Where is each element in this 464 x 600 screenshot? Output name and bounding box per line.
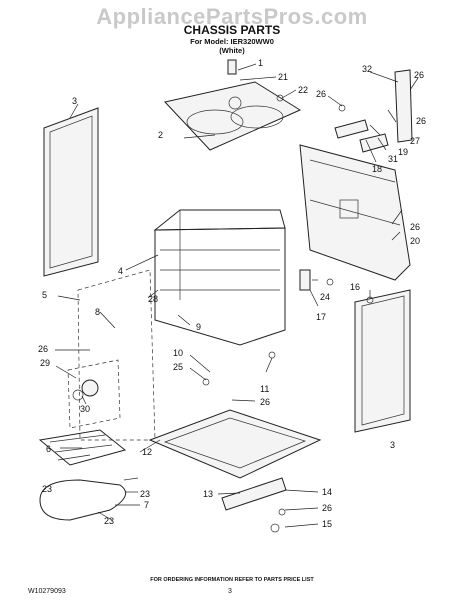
- callout-label: 29: [40, 358, 50, 368]
- callout-labels: 1 2 3 3 4 5 6 7 8 9 10 11 12 13 14 15 16…: [38, 58, 426, 529]
- callout-label: 26: [38, 344, 48, 354]
- diagram-title: CHASSIS PARTS: [183, 23, 281, 37]
- model-color: (White): [219, 46, 245, 55]
- callout-label: 2: [158, 130, 163, 140]
- callout-label: 5: [42, 290, 47, 300]
- broil-element: [38, 429, 127, 466]
- callout-label: 23: [104, 516, 114, 526]
- cooktop-part: [164, 81, 302, 151]
- callout-label: 15: [322, 519, 332, 529]
- callout-label: 10: [173, 348, 183, 358]
- callout-label: 13: [203, 489, 213, 499]
- side-panel-left: [43, 107, 99, 277]
- back-bracket: [394, 69, 413, 143]
- callout-label: 21: [278, 72, 288, 82]
- callout-label: 32: [362, 64, 372, 74]
- model-number: For Model: IER320WW0: [190, 37, 274, 46]
- callout-label: 14: [322, 487, 332, 497]
- watermark: AppliancePartsPros.com: [96, 4, 368, 29]
- callout-label: 26: [260, 397, 270, 407]
- callout-label: 23: [42, 484, 52, 494]
- callout-label: 1: [258, 58, 263, 68]
- side-panel-right: [354, 289, 411, 433]
- oven-cavity: [153, 209, 286, 231]
- callout-label: 3: [390, 440, 395, 450]
- callout-label: 27: [410, 136, 420, 146]
- callout-label: 26: [416, 116, 426, 126]
- callout-label: 4: [118, 266, 123, 276]
- callout-label: 23: [140, 489, 150, 499]
- callout-label: 19: [398, 147, 408, 157]
- thermostat-part: [227, 59, 237, 75]
- ordering-note: FOR ORDERING INFORMATION REFER TO PARTS …: [150, 577, 314, 583]
- connector-part: [299, 269, 311, 291]
- callout-label: 6: [46, 444, 51, 454]
- callout-label: 17: [316, 312, 326, 322]
- callout-label: 18: [372, 164, 382, 174]
- callout-label: 26: [322, 503, 332, 513]
- callout-label: 3: [72, 96, 77, 106]
- callout-label: 16: [350, 282, 360, 292]
- callout-label: 20: [410, 236, 420, 246]
- document-number: W10279093: [28, 588, 66, 595]
- bracket-part: [221, 477, 287, 511]
- page-number: 3: [228, 588, 232, 595]
- storage-drawer: [148, 409, 322, 479]
- callout-label: 22: [298, 85, 308, 95]
- callout-label: 26: [410, 222, 420, 232]
- bake-element: [39, 479, 127, 521]
- insulation-outline: [77, 269, 156, 441]
- callout-label: 7: [144, 500, 149, 510]
- callout-label: 24: [320, 292, 330, 302]
- callout-label: 9: [196, 322, 201, 332]
- callout-label: 26: [414, 70, 424, 80]
- callout-label: 8: [95, 307, 100, 317]
- callout-label: 26: [316, 89, 326, 99]
- leader-lines: [55, 63, 419, 528]
- callout-label: 12: [142, 447, 152, 457]
- callout-label: 31: [388, 154, 398, 164]
- callout-label: 25: [173, 362, 183, 372]
- callout-label: 28: [148, 294, 158, 304]
- callout-label: 11: [260, 384, 269, 394]
- callout-label: 30: [80, 404, 90, 414]
